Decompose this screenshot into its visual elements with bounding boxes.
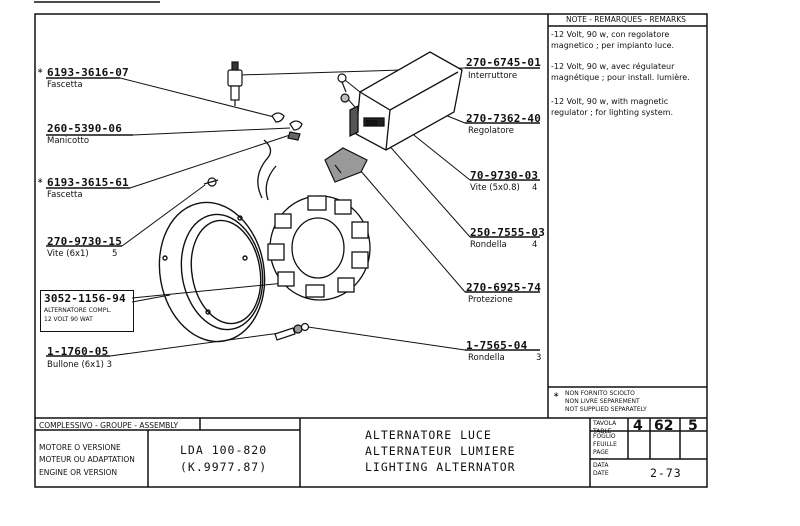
screw-parts — [203, 73, 350, 341]
clamp-parts — [271, 112, 303, 141]
switch-part — [227, 61, 243, 106]
part-number: 260-5390-06 — [47, 122, 123, 135]
note-english: -12 Volt, 90 w, with magnetic regulator … — [551, 97, 674, 117]
date-label: DATA DATE — [593, 462, 609, 477]
part-number: 250-7555-03 — [470, 226, 546, 239]
engine-value: LDA 100-820 — [180, 443, 268, 457]
title-italian: ALTERNATORE LUCE — [365, 428, 492, 442]
star-icon: ∗ — [37, 66, 44, 75]
star-icon: ∗ — [553, 390, 560, 399]
engine-value: (K.9977.87) — [180, 460, 268, 474]
part-number: 1-1760-05 — [47, 345, 109, 358]
part-number: 6193-3616-07 — [47, 66, 129, 79]
part-name: Vite (5x0.8) — [470, 183, 520, 193]
table-number: 5 — [688, 418, 698, 434]
part-name: Fascetta — [47, 190, 83, 200]
table-number: 62 — [654, 418, 674, 434]
date-value: 2-73 — [650, 466, 682, 480]
part-number: 6193-3615-61 — [47, 176, 129, 189]
note-italian: -12 Volt, 90 w, con regolatore magnetico… — [551, 30, 675, 50]
note-french: -12 Volt, 90 w, avec régulateur magnétiq… — [551, 62, 690, 82]
part-number: 70-9730-03 — [470, 169, 539, 182]
notes-header: NOTE - REMARQUES - REMARKS — [566, 15, 686, 24]
part-number: 270-9730-15 — [47, 235, 123, 248]
page-label: FOGLIO FEUILLE PAGE — [593, 433, 617, 456]
part-name: Bullone (6x1) 3 — [47, 360, 113, 370]
part-name: Protezione — [468, 295, 513, 305]
engine-label: ENGINE OR VERSION — [39, 468, 118, 477]
svg-text:333: 333 — [366, 120, 378, 127]
part-name: Rondella — [470, 240, 507, 250]
star-icon: ∗ — [37, 176, 44, 185]
footnote-line: NON LIVRE SEPAREMENT — [565, 398, 640, 405]
footnote-line: NON FORNITO SCIOLTO — [565, 390, 635, 397]
part-number: 270-6745-01 — [466, 56, 542, 69]
leader-lines — [46, 67, 540, 357]
flywheel-ring — [158, 201, 266, 343]
title-french: ALTERNATEUR LUMIERE — [365, 444, 516, 458]
part-name: Regolatore — [468, 126, 514, 136]
title-english: LIGHTING ALTERNATOR — [365, 460, 516, 474]
part-number: 270-6925-74 — [466, 281, 542, 294]
part-number: 3052-1156-94 — [44, 292, 126, 305]
part-name: ALTERNATORE COMPL. — [44, 307, 112, 314]
cover-part — [324, 147, 368, 183]
table-number: 4 — [633, 418, 643, 434]
part-number: 1-7565-04 — [466, 339, 528, 352]
engine-label: MOTEUR OU ADAPTATION — [39, 455, 135, 464]
part-qty: 4 — [532, 183, 538, 193]
engine-label: MOTORE O VERSIONE — [39, 443, 121, 452]
part-name: Manicotto — [47, 136, 90, 146]
part-name: Fascetta — [47, 80, 83, 90]
part-qty: 3 — [536, 353, 542, 363]
table-label: TAVOLA TABLE — [593, 420, 617, 435]
regulator-part: 333 — [349, 51, 463, 151]
part-name: 12 VOLT 90 WAT — [44, 316, 93, 323]
part-name: Rondella — [468, 353, 505, 363]
footnote-line: NOT SUPPLIED SEPARATELY — [565, 406, 647, 413]
part-qty: 5 — [112, 249, 118, 259]
assembly-label: COMPLESSIVO - GROUPE - ASSEMBLY — [39, 421, 179, 430]
part-qty: 4 — [532, 240, 538, 250]
part-name: Vite (6x1) — [47, 249, 89, 259]
part-name: Interruttore — [468, 71, 518, 81]
alternator-assembly-box — [40, 290, 134, 332]
stator-part — [257, 139, 371, 301]
part-number: 270-7362-40 — [466, 112, 542, 125]
